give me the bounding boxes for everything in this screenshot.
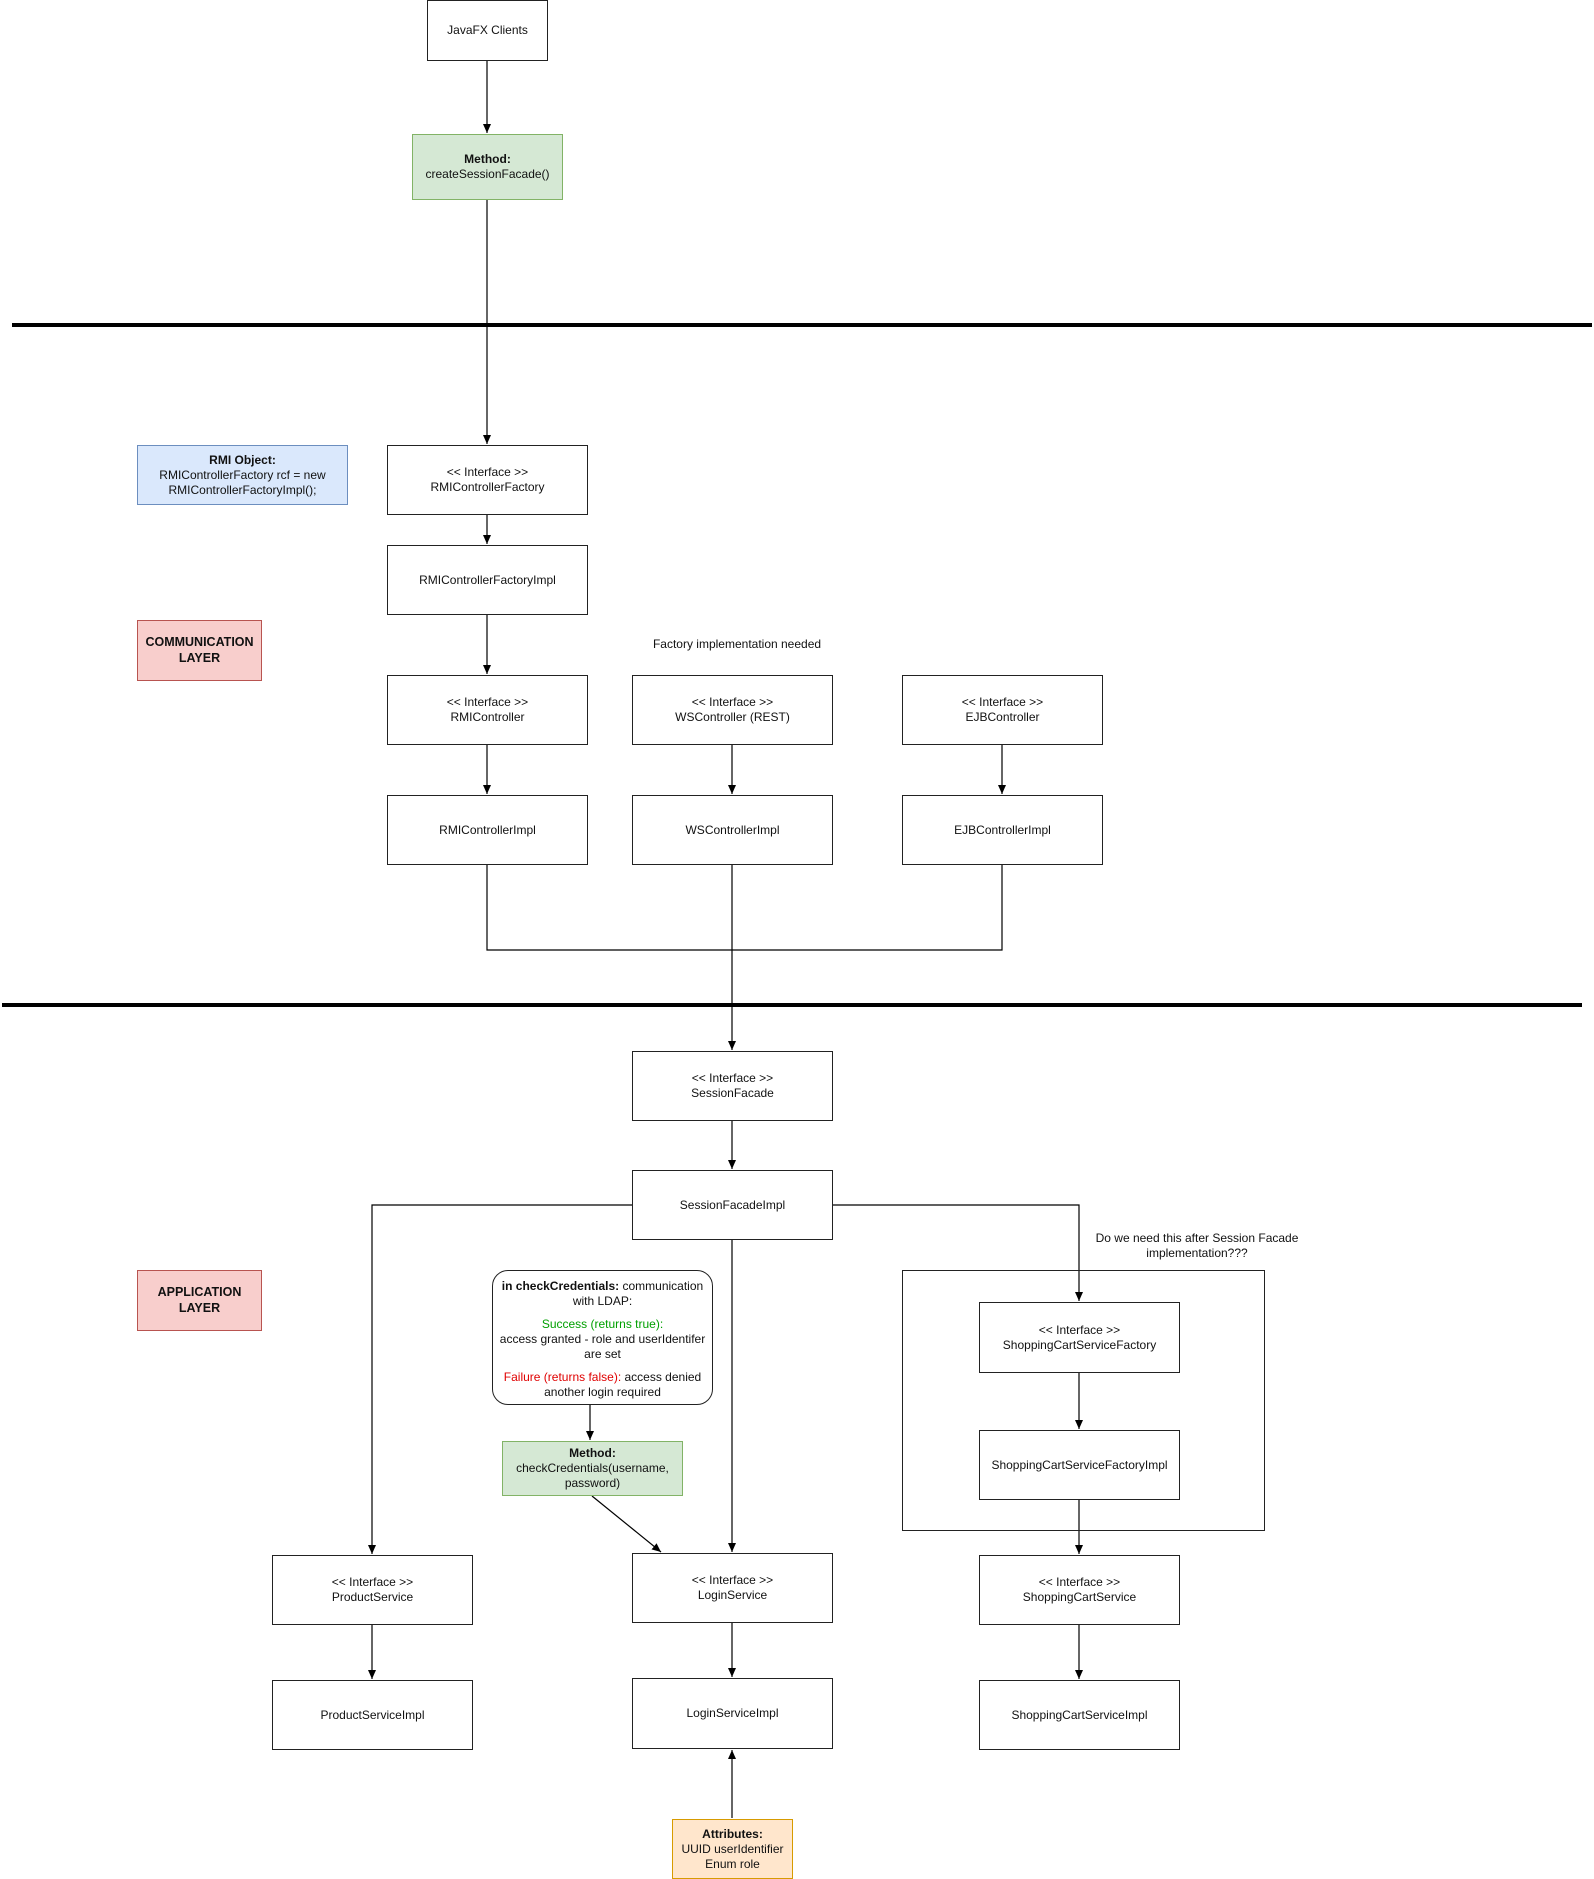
javafx-clients-box[interactable]: JavaFX Clients (427, 0, 548, 61)
attributes-line2: Enum role (705, 1856, 760, 1871)
check-method-line1: checkCredentials(username, (516, 1461, 669, 1475)
ws-controller-interface[interactable]: << Interface >> WSController (REST) (632, 675, 833, 745)
rmi-controller-factory-impl-label: RMIControllerFactoryImpl (419, 572, 556, 587)
arrow-facade-impl-to-product-service (368, 1204, 632, 1554)
stereotype-label: << Interface >> (691, 695, 774, 709)
controller-merge-line (486, 865, 1003, 951)
ejb-controller-impl-label: EJBControllerImpl (954, 822, 1051, 837)
product-service-impl-label: ProductServiceImpl (320, 1707, 425, 1722)
stereotype-label: << Interface >> (446, 695, 529, 709)
login-service-impl-label: LoginServiceImpl (686, 1706, 779, 1720)
question-line1: Do we need this after Session Facade (1095, 1231, 1299, 1245)
arrow-check-method-to-login-service (591, 1495, 662, 1553)
application-layer-label: APPLICATION LAYER (137, 1270, 262, 1331)
communication-layer-line2: LAYER (178, 650, 221, 665)
cart-service-factory-interface[interactable]: << Interface >> ShoppingCartServiceFacto… (979, 1302, 1180, 1373)
javafx-clients-label: JavaFX Clients (447, 23, 528, 37)
note-failure-line: Failure (returns false): access denied (504, 1370, 701, 1385)
cart-service-interface[interactable]: << Interface >> ShoppingCartService (979, 1555, 1180, 1625)
create-session-facade-method[interactable]: Method: createSessionFacade() (412, 134, 563, 200)
check-method-line2: password) (564, 1476, 621, 1490)
cart-service-factory-label: ShoppingCartServiceFactory (1002, 1337, 1157, 1352)
note-failure-rest: access denied (621, 1370, 702, 1384)
ejb-controller-interface[interactable]: << Interface >> EJBController (902, 675, 1103, 745)
rmi-controller-factory-label: RMIControllerFactory (430, 480, 545, 494)
stereotype-label: << Interface >> (691, 1071, 774, 1085)
ws-controller-impl[interactable]: WSControllerImpl (632, 795, 833, 865)
stereotype-label: << Interface >> (961, 695, 1044, 709)
rmi-object-line1: RMIControllerFactory rcf = new (159, 467, 326, 482)
note-success-line2: are set (584, 1347, 621, 1361)
cart-service-factory-impl[interactable]: ShoppingCartServiceFactoryImpl (979, 1430, 1180, 1500)
note-rest1: communication (619, 1279, 704, 1293)
check-credentials-method[interactable]: Method: checkCredentials(username, passw… (502, 1441, 683, 1496)
communication-layer-label: COMMUNICATION LAYER (137, 620, 262, 681)
note-failure-title: Failure (returns false): (503, 1370, 622, 1384)
product-service-interface[interactable]: << Interface >> ProductService (272, 1555, 473, 1625)
application-layer-line2: LAYER (178, 1300, 221, 1315)
rmi-controller-impl-label: RMIControllerImpl (439, 822, 536, 837)
session-facade-label: SessionFacade (691, 1086, 774, 1100)
session-facade-impl-label: SessionFacadeImpl (679, 1197, 786, 1212)
rmi-controller-factory-interface[interactable]: << Interface >> RMIControllerFactory (387, 445, 588, 515)
check-credentials-note[interactable]: in checkCredentials: communication with … (492, 1270, 713, 1405)
method-text: createSessionFacade() (425, 167, 550, 181)
stereotype-label: << Interface >> (1038, 1575, 1121, 1589)
rmi-controller-impl[interactable]: RMIControllerImpl (387, 795, 588, 865)
rmi-object-line2: RMIControllerFactoryImpl(); (168, 482, 317, 497)
login-service-impl[interactable]: LoginServiceImpl (632, 1678, 833, 1749)
cart-service-factory-impl-label: ShoppingCartServiceFactoryImpl (991, 1457, 1168, 1472)
rmi-object-note[interactable]: RMI Object: RMIControllerFactory rcf = n… (137, 445, 348, 505)
rmi-controller-factory-impl[interactable]: RMIControllerFactoryImpl (387, 545, 588, 615)
note-line1: in checkCredentials: communication (502, 1279, 703, 1294)
note-success-line1: access granted - role and userIdentifer (499, 1332, 706, 1346)
ws-controller-impl-label: WSControllerImpl (685, 822, 780, 837)
factory-note-text: Factory implementation needed (652, 637, 822, 651)
stereotype-label: << Interface >> (691, 1573, 774, 1587)
question-line2: implementation??? (1146, 1246, 1248, 1260)
note-line2: with LDAP: (572, 1294, 633, 1308)
attributes-note[interactable]: Attributes: UUID userIdentifier Enum rol… (672, 1819, 793, 1879)
method-title: Method: (464, 152, 511, 166)
cart-service-impl-label: ShoppingCartServiceImpl (1011, 1707, 1148, 1722)
check-method-title: Method: (569, 1446, 616, 1460)
note-bold: in checkCredentials: (501, 1279, 620, 1293)
session-facade-impl[interactable]: SessionFacadeImpl (632, 1170, 833, 1240)
cart-service-impl[interactable]: ShoppingCartServiceImpl (979, 1680, 1180, 1750)
stereotype-label: << Interface >> (1038, 1322, 1121, 1337)
question-note-text: Do we need this after Session Facade imp… (1082, 1231, 1312, 1261)
rmi-controller-label: RMIController (450, 710, 525, 724)
cart-factory-group (902, 1270, 1265, 1531)
stereotype-label: << Interface >> (446, 465, 529, 479)
product-service-label: ProductService (331, 1590, 414, 1604)
product-service-impl[interactable]: ProductServiceImpl (272, 1680, 473, 1750)
ws-controller-label: WSController (REST) (675, 710, 790, 724)
login-service-interface[interactable]: << Interface >> LoginService (632, 1553, 833, 1623)
communication-layer-line1: COMMUNICATION (145, 634, 254, 649)
stereotype-label: << Interface >> (331, 1575, 414, 1589)
application-layer-line1: APPLICATION (157, 1284, 242, 1299)
ejb-controller-label: EJBController (965, 710, 1040, 724)
note-failure-line2: another login required (544, 1385, 661, 1399)
arrow-facade-impl-to-cart-factory (832, 1204, 1083, 1301)
ejb-controller-impl[interactable]: EJBControllerImpl (902, 795, 1103, 865)
rmi-controller-interface[interactable]: << Interface >> RMIController (387, 675, 588, 745)
rmi-object-title: RMI Object: (209, 452, 276, 467)
attributes-line1: UUID userIdentifier (681, 1841, 784, 1856)
cart-service-label: ShoppingCartService (1022, 1590, 1137, 1604)
attributes-title: Attributes: (702, 1826, 763, 1841)
note-success-title: Success (returns true): (541, 1317, 664, 1331)
session-facade-interface[interactable]: << Interface >> SessionFacade (632, 1051, 833, 1121)
login-service-label: LoginService (697, 1588, 768, 1602)
